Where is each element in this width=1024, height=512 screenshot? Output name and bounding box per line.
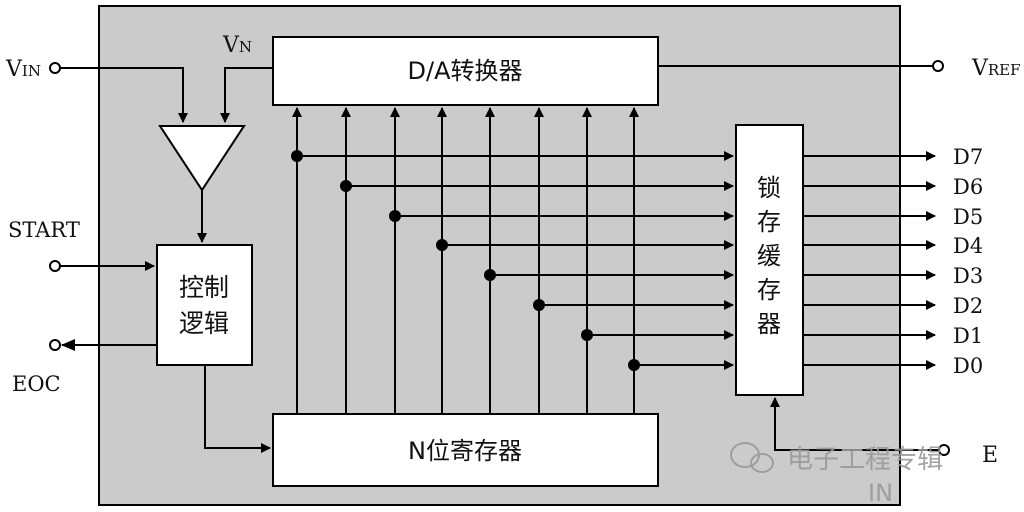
start-wire — [49, 260, 155, 272]
junction-dot — [389, 210, 401, 222]
control-logic-block — [156, 244, 253, 366]
latch-label-char: 锁 — [757, 174, 781, 202]
wechat-icon — [730, 442, 774, 473]
junction-dot — [436, 239, 448, 251]
output-label: D7 — [953, 145, 983, 169]
control-label-line1: 控制 — [179, 273, 229, 302]
watermark: 电子工程专辑 IN — [730, 442, 943, 507]
vref-label: VREF — [971, 56, 1021, 81]
junction-dot — [484, 269, 496, 281]
control-label-line2: 逻辑 — [179, 309, 229, 338]
vin-wire — [49, 62, 188, 123]
register-label: N位寄存器 — [408, 437, 522, 465]
output-label: D0 — [953, 354, 983, 378]
output-label: D3 — [953, 264, 983, 288]
control-to-register-wire — [204, 365, 271, 453]
output-label: D4 — [953, 234, 983, 258]
oe-wire — [770, 397, 950, 456]
output-label: D1 — [953, 324, 983, 348]
comparator-symbol — [158, 125, 246, 192]
vn-wire — [220, 67, 273, 123]
latch-label-char: 器 — [757, 310, 781, 338]
oe-label-partial: E — [982, 443, 998, 468]
latch-label-char: 缓 — [757, 242, 781, 270]
vn-label: VN — [222, 33, 252, 58]
dac-block — [272, 36, 659, 106]
output-label: D2 — [953, 294, 983, 318]
latch-label-char: 存 — [757, 276, 781, 304]
watermark-text: 电子工程专辑 — [787, 445, 943, 475]
output-label: D5 — [953, 205, 983, 229]
vref-wire — [658, 60, 944, 72]
junction-dot — [533, 299, 545, 311]
junction-dot — [581, 329, 593, 341]
latch-label-char: 存 — [757, 208, 781, 236]
eoc-wire — [49, 339, 157, 351]
bit-bus — [291, 107, 734, 414]
eoc-label: EOC — [12, 372, 61, 396]
register-block — [272, 413, 659, 487]
latch-buffer-block — [735, 124, 804, 396]
start-label: START — [8, 218, 80, 242]
watermark-logo: IN — [868, 479, 893, 507]
junction-dot — [340, 180, 352, 192]
dac-label: D/A转换器 — [408, 57, 523, 85]
vin-label: VIN — [5, 57, 41, 82]
junction-dot — [291, 150, 303, 162]
junction-dot — [628, 359, 640, 371]
output-label: D6 — [953, 175, 983, 199]
